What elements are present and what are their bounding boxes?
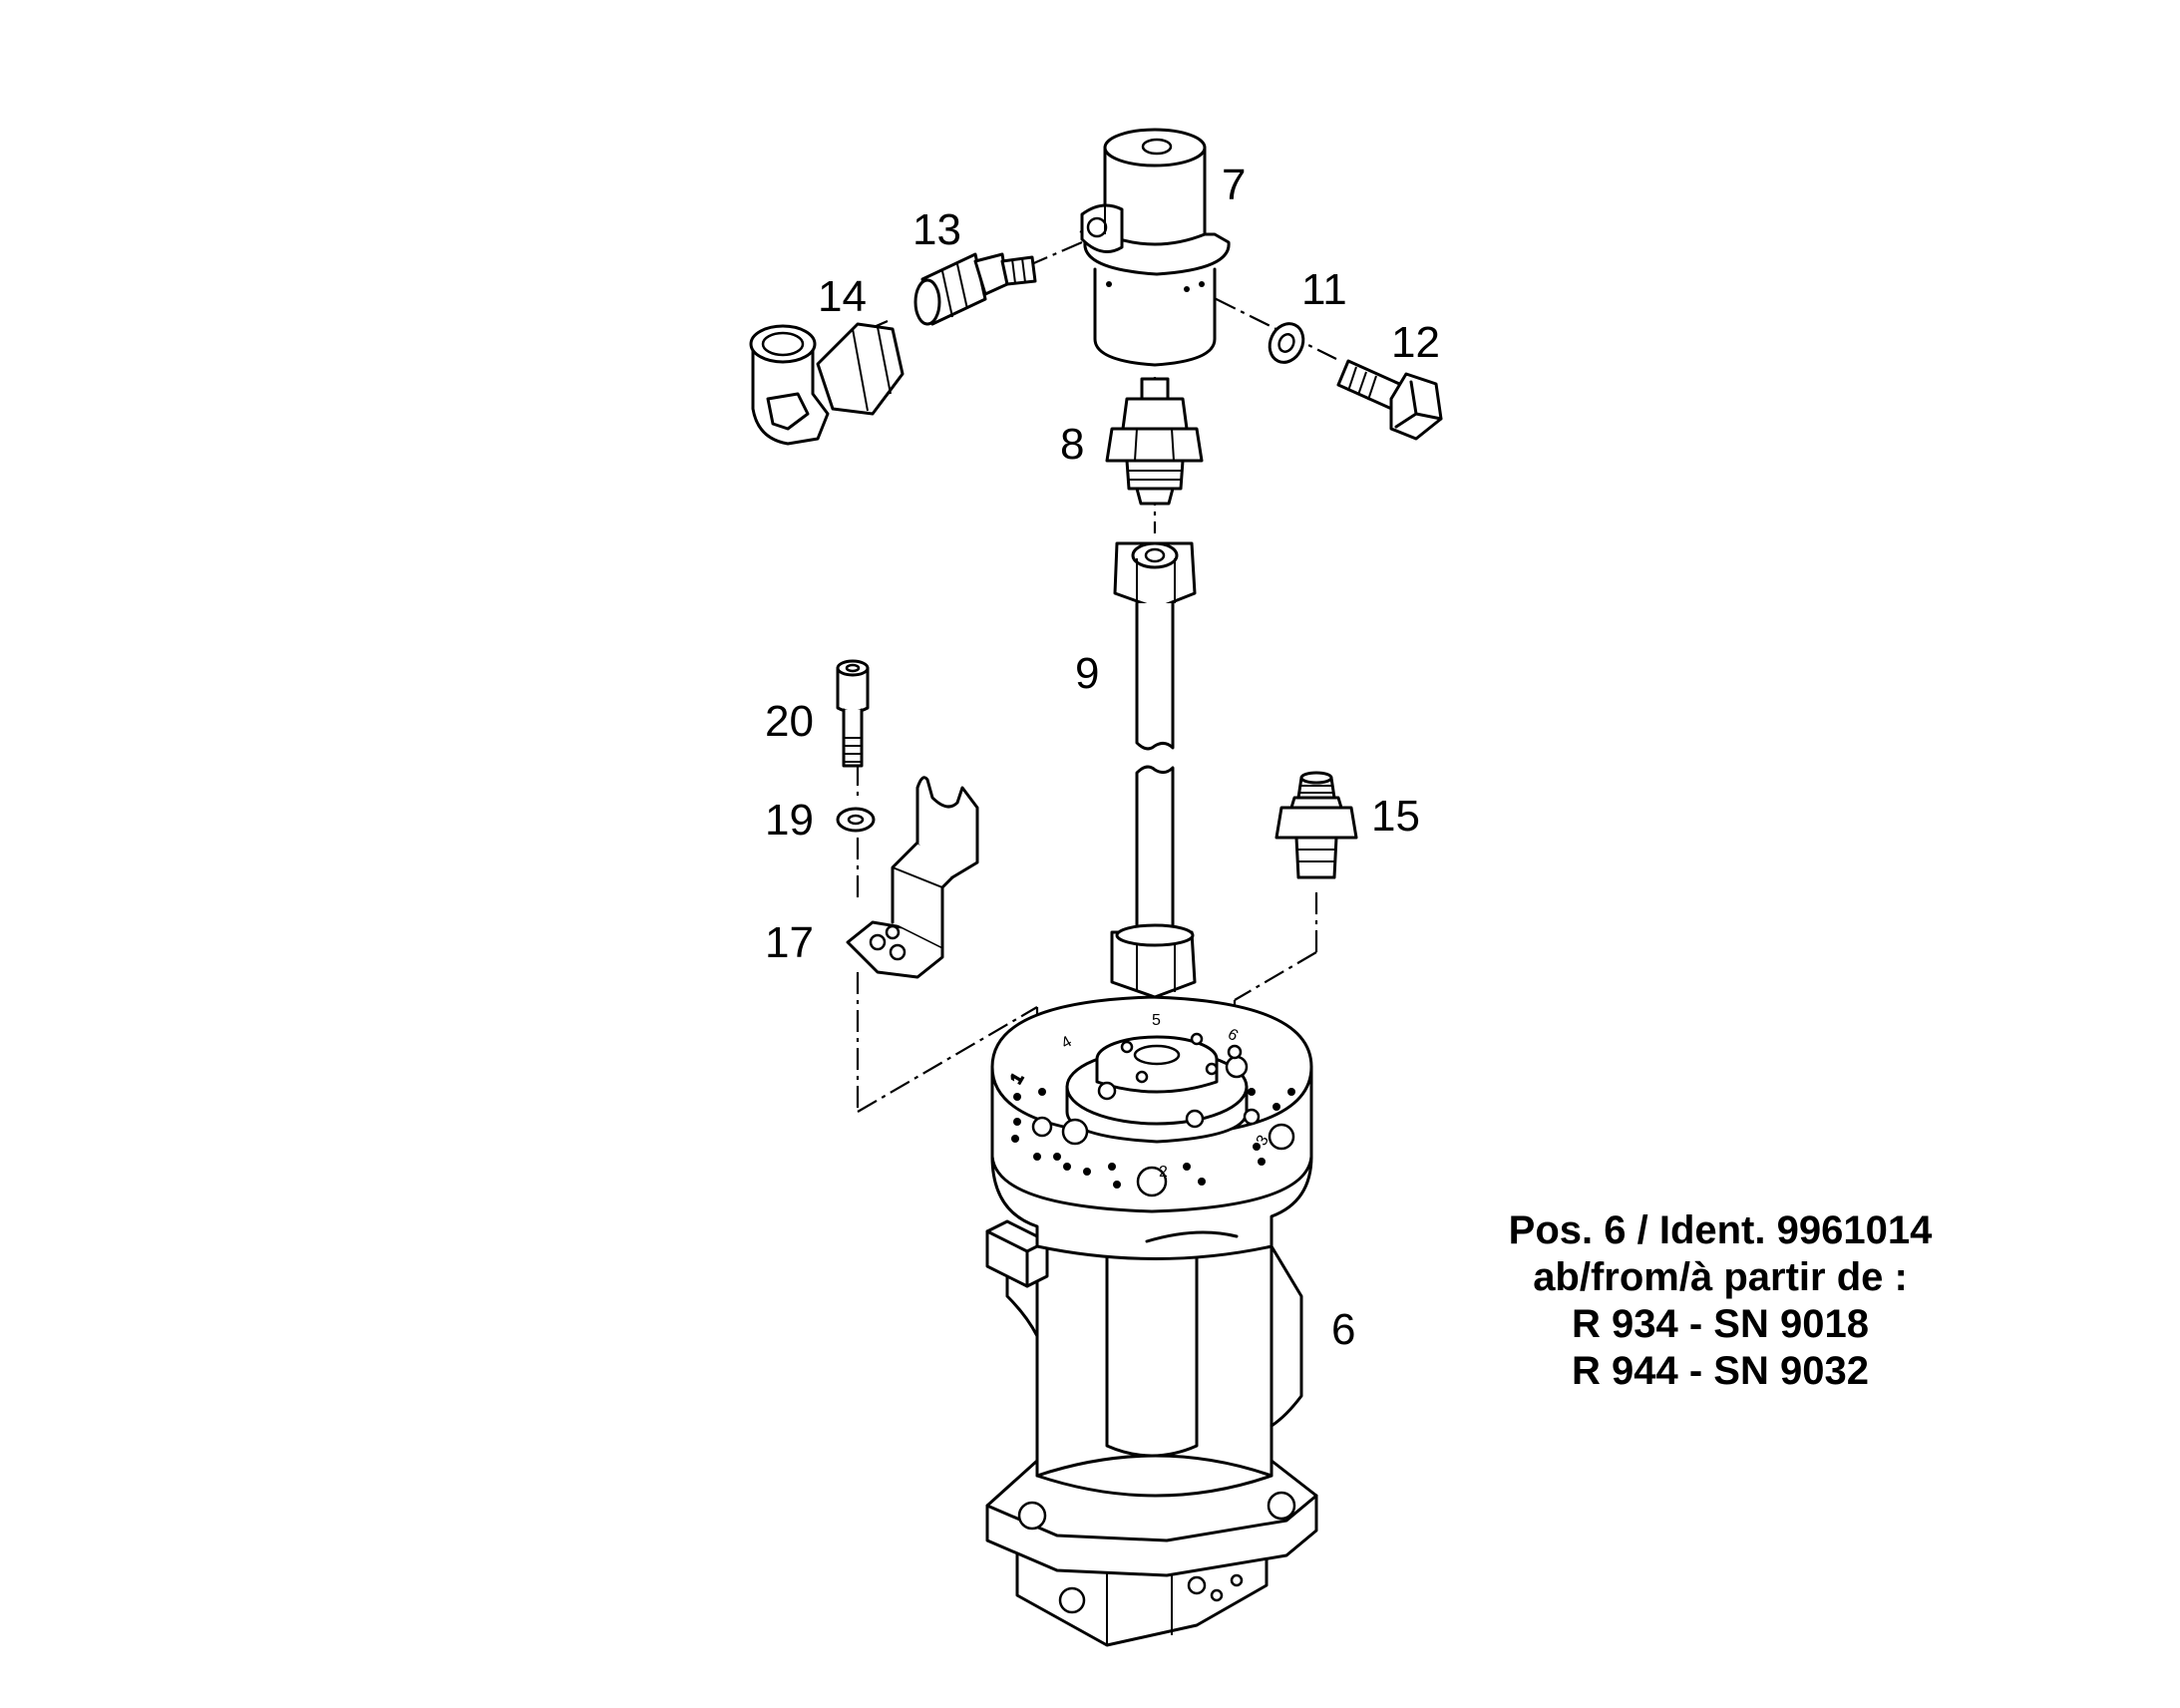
part-17-bracket	[846, 776, 979, 979]
label-13: 13	[912, 205, 961, 254]
note-line-1: Pos. 6 / Ident. 9961014	[1509, 1208, 1933, 1252]
label-15: 15	[1371, 792, 1420, 841]
port-mark-5: 5	[1152, 1012, 1161, 1029]
label-14: 14	[818, 272, 867, 321]
part-12-bolt	[1336, 359, 1443, 441]
part-9-pipe	[1110, 541, 1197, 999]
label-8: 8	[1060, 420, 1084, 469]
port-mark-2: 2	[1159, 1164, 1168, 1181]
label-11: 11	[1301, 265, 1347, 314]
part-20-screw	[836, 659, 870, 768]
label-6: 6	[1331, 1305, 1355, 1354]
note-line-3: R 934 - SN 9018	[1572, 1302, 1869, 1346]
part-13-nipple	[913, 252, 1037, 326]
label-9: 9	[1075, 649, 1099, 698]
part-11-washer	[1268, 322, 1305, 364]
label-20: 20	[765, 697, 814, 746]
part-8-fitting	[1105, 377, 1204, 506]
part-7-valve	[1080, 128, 1231, 367]
position-labels: 7 13 14 11 12 8 9 20 19 17 15 6	[765, 161, 1440, 1354]
label-12: 12	[1391, 318, 1440, 367]
label-19: 19	[765, 796, 814, 845]
note-line-2: ab/from/à partir de :	[1533, 1255, 1908, 1299]
part-6-housing: 1 2 3 4 5 6	[985, 995, 1318, 1647]
part-19-washer	[836, 807, 876, 833]
note-line-4: R 944 - SN 9032	[1572, 1349, 1869, 1393]
label-17: 17	[765, 918, 814, 967]
label-7: 7	[1222, 161, 1246, 209]
validity-note: Pos. 6 / Ident. 9961014 ab/from/à partir…	[1509, 1208, 1933, 1393]
part-15-nipple	[1274, 771, 1358, 879]
part-14-elbow	[749, 322, 905, 446]
